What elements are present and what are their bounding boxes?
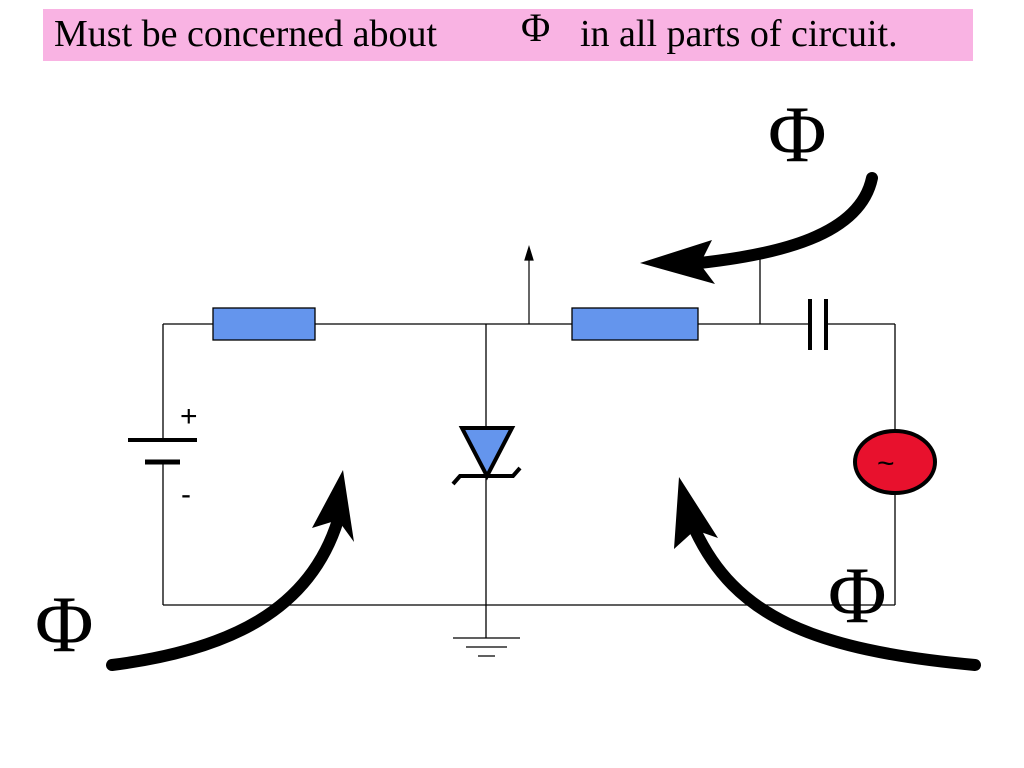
zener-diode	[451, 426, 522, 486]
battery-plus-label: +	[180, 400, 198, 433]
banner-phi-symbol: Φ	[521, 5, 551, 50]
banner-text-before: Must be concerned about	[54, 13, 438, 55]
battery-minus-label: -	[181, 478, 191, 511]
phi-label-bottom-right: Φ	[828, 552, 887, 640]
flux-arrow-top-right	[640, 172, 878, 284]
flux-arrow-bottom-left	[106, 470, 354, 671]
banner-text-after: in all parts of circuit.	[580, 13, 898, 55]
battery	[128, 438, 197, 465]
ac-source	[853, 429, 937, 495]
capacitor	[808, 299, 828, 350]
phi-label-top-right: Φ	[768, 91, 827, 179]
flux-arrow-bottom-right	[674, 477, 981, 671]
ground-symbol	[453, 637, 520, 657]
probe-arrow	[524, 244, 534, 324]
title-banner	[43, 9, 973, 61]
ac-source-symbol: ~	[877, 447, 895, 480]
phi-label-bottom-left: Φ	[35, 581, 94, 669]
resistor-left	[212, 307, 316, 341]
resistor-right	[571, 307, 699, 341]
